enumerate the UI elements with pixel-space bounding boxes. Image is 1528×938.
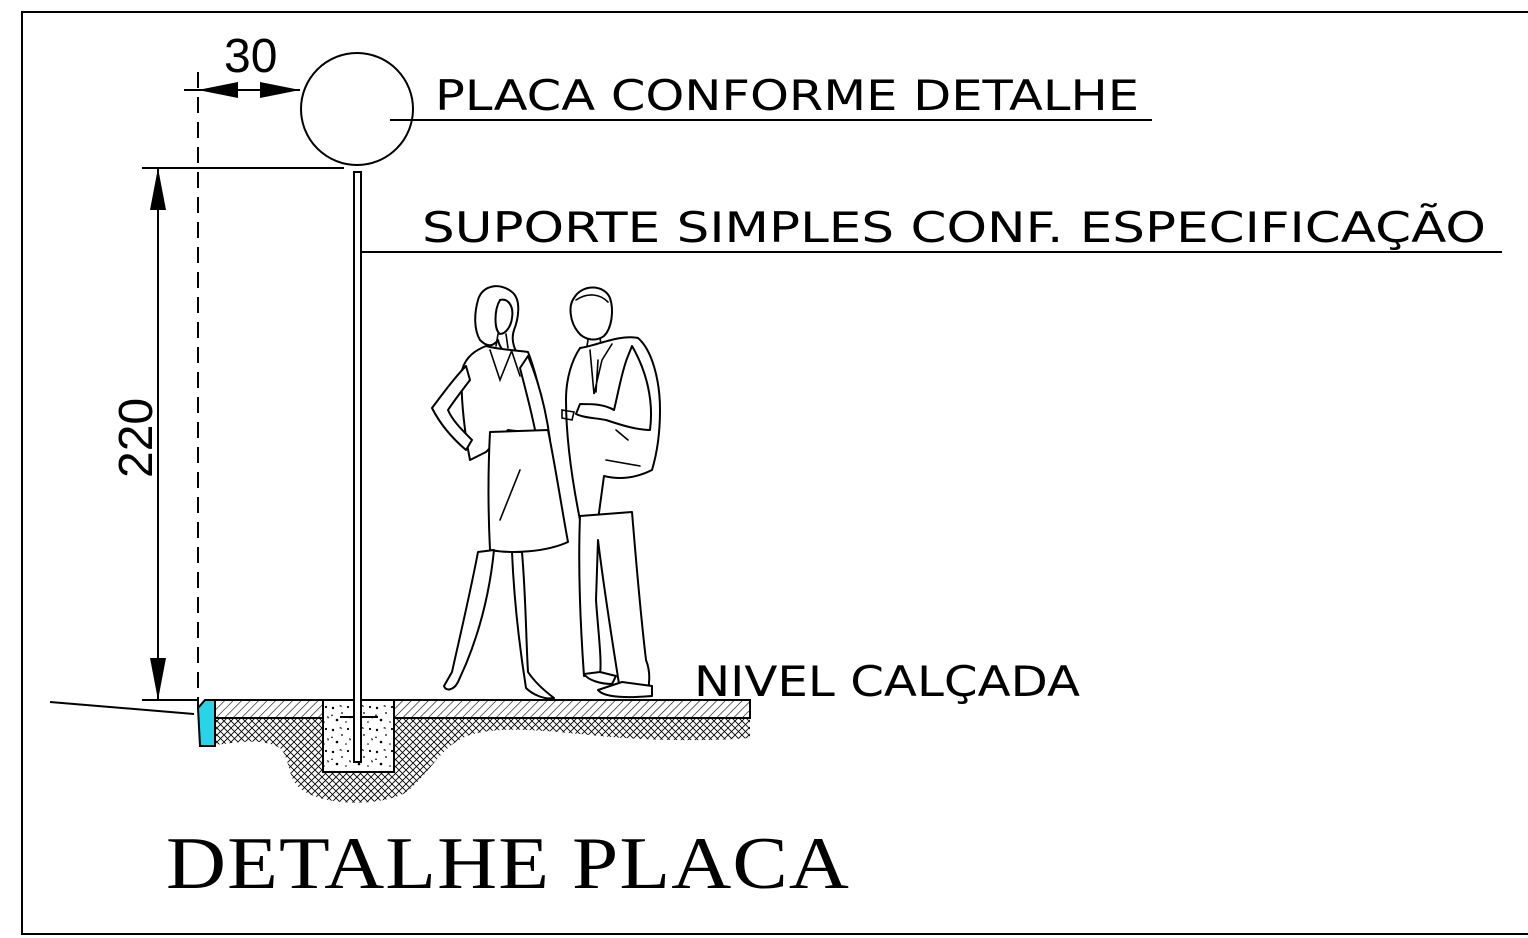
- ground-label: NIVEL CALÇADA: [694, 657, 1080, 706]
- drawing-border: [21, 11, 1528, 935]
- dimensions: 30 220: [110, 30, 344, 708]
- drawing-title: DETALHE PLACA: [166, 823, 850, 905]
- dim-30-arrow-right: [260, 82, 300, 98]
- dim-offset-label: 30: [224, 30, 277, 83]
- support-label: SUPORTE SIMPLES CONF. ESPECIFICAÇÃO: [422, 202, 1486, 252]
- sign-plate: [300, 52, 414, 166]
- sidewalk-slab: [212, 699, 751, 719]
- woman-figure: [431, 285, 569, 700]
- soil-hatch: [215, 718, 750, 803]
- plate-label: PLACA CONFORME DETALHE: [435, 71, 1139, 120]
- sign-assembly: [300, 52, 414, 763]
- dim-30-arrow-left: [198, 82, 238, 98]
- curb: [196, 699, 216, 747]
- man-figure: [561, 286, 661, 699]
- road-surface-line: [49, 701, 195, 715]
- support-post: [353, 171, 362, 763]
- dim-220-arrow-bottom: [150, 658, 166, 700]
- dim-220-arrow-top: [150, 168, 166, 210]
- ground-section: [49, 699, 751, 803]
- dim-height-label: 220: [110, 398, 163, 478]
- annotations: PLACA CONFORME DETALHE SUPORTE SIMPLES C…: [361, 71, 1502, 706]
